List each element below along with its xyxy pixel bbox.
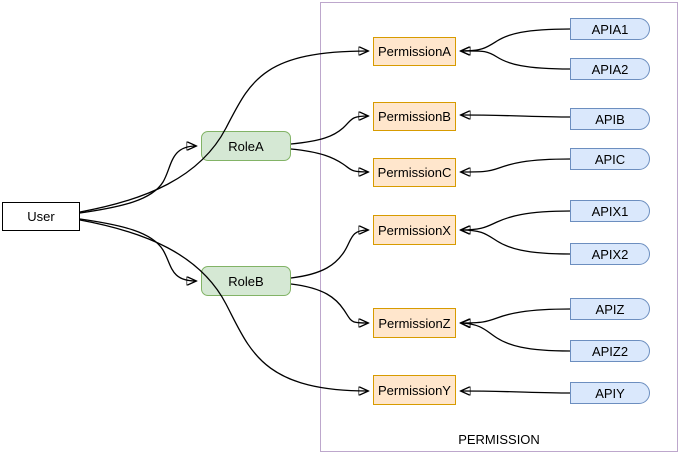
edge-user-roleA — [79, 146, 196, 214]
node-apiA1[interactable]: APIA1 — [570, 18, 650, 40]
node-permissionY-label: PermissionY — [378, 382, 451, 398]
permission-group-label: PERMISSION — [458, 432, 540, 447]
node-apiX1[interactable]: APIX1 — [570, 200, 650, 222]
node-user[interactable]: User — [2, 202, 80, 231]
node-apiX2-label: APIX2 — [591, 246, 629, 262]
node-permissionY[interactable]: PermissionY — [373, 375, 456, 405]
node-apiZ-label: APIZ — [595, 301, 625, 317]
node-roleB-label: RoleB — [228, 273, 264, 289]
node-permissionC-label: PermissionC — [377, 165, 452, 180]
node-permissionZ-label: PermissionZ — [378, 315, 451, 331]
node-user-label: User — [27, 209, 55, 224]
node-apiZ2[interactable]: APIZ2 — [570, 340, 650, 362]
node-permissionX-label: PermissionX — [378, 222, 451, 238]
node-apiY-label: APIY — [595, 385, 625, 401]
node-permissionB[interactable]: PermissionB — [373, 102, 456, 131]
node-apiC-label: APIC — [594, 151, 626, 167]
node-apiB[interactable]: APIB — [570, 108, 650, 130]
node-permissionC[interactable]: PermissionC — [373, 158, 456, 187]
node-apiC[interactable]: APIC — [570, 148, 650, 170]
node-roleA[interactable]: RoleA — [201, 131, 291, 161]
node-apiA1-label: APIA1 — [591, 21, 629, 37]
node-permissionB-label: PermissionB — [378, 109, 451, 124]
node-apiZ2-label: APIZ2 — [591, 343, 629, 359]
node-roleA-label: RoleA — [228, 138, 264, 154]
node-roleB[interactable]: RoleB — [201, 266, 291, 296]
node-apiY[interactable]: APIY — [570, 382, 650, 404]
node-permissionZ[interactable]: PermissionZ — [373, 308, 456, 338]
node-apiZ[interactable]: APIZ — [570, 298, 650, 320]
node-apiX1-label: APIX1 — [591, 203, 629, 219]
node-permissionA-label: PermissionA — [378, 44, 451, 59]
edge-user-roleB — [79, 218, 196, 281]
node-apiA2[interactable]: APIA2 — [570, 58, 650, 80]
node-apiA2-label: APIA2 — [591, 61, 629, 77]
node-apiX2[interactable]: APIX2 — [570, 243, 650, 265]
node-permissionX[interactable]: PermissionX — [373, 215, 456, 245]
node-permissionA[interactable]: PermissionA — [373, 37, 456, 66]
node-apiB-label: APIB — [595, 111, 625, 127]
